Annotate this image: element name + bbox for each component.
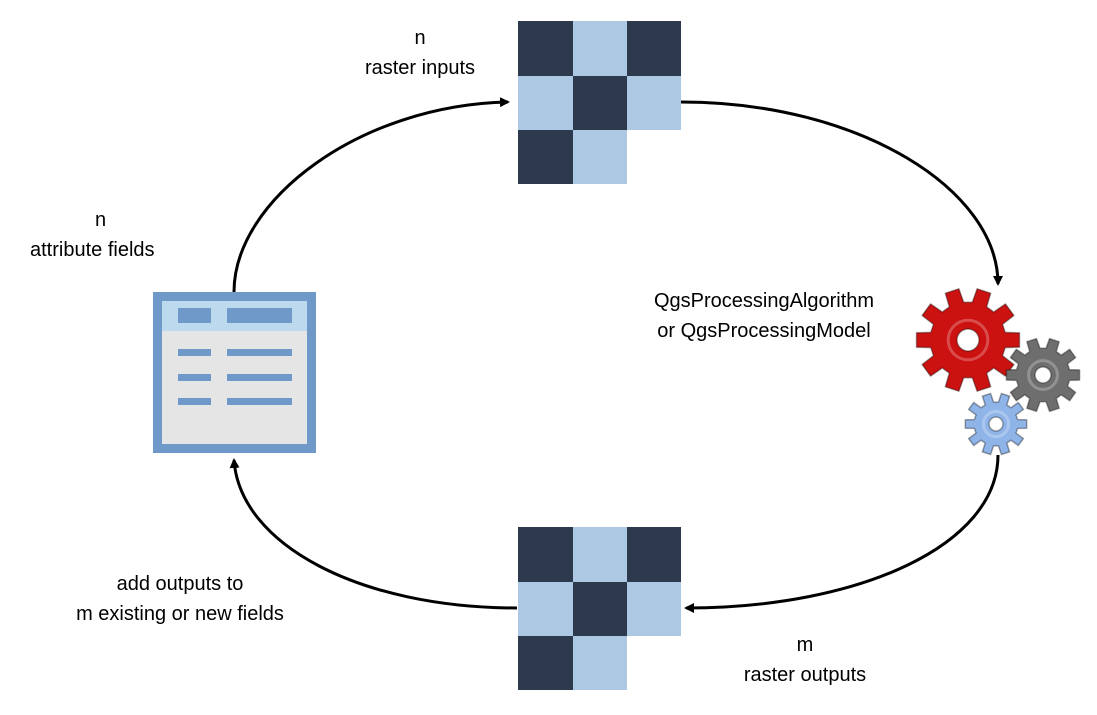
arrow-fields-to-inputs: [232, 97, 510, 293]
blue-gear-icon: [964, 392, 1028, 456]
algorithm-text: QgsProcessingAlgorithm: [653, 290, 875, 312]
add-outputs-text: add outputs to: [116, 573, 244, 595]
gray-gear-icon: [1005, 337, 1081, 413]
raster-output-icon: [518, 527, 681, 690]
attribute-table-icon: [153, 292, 316, 453]
raster-inputs-text: raster inputs: [364, 57, 476, 79]
attribute-fields-text: attribute fields: [30, 239, 155, 261]
arrow-inputs-to-algorithm: [680, 100, 1003, 286]
red-gear-icon: [915, 288, 1021, 392]
raster-outputs-text: raster outputs: [743, 664, 867, 686]
raster-inputs-count: n: [414, 27, 426, 49]
attribute-fields-label: n attribute fields: [30, 205, 210, 265]
raster-inputs-label: n raster inputs: [340, 23, 500, 83]
add-outputs-label: add outputs to m existing or new fields: [40, 569, 320, 629]
algorithm-label: QgsProcessingAlgorithm or QgsProcessingM…: [624, 286, 904, 346]
raster-input-icon: [518, 21, 681, 184]
gears-icon: [915, 288, 1081, 456]
model-text: or QgsProcessingModel: [657, 320, 871, 342]
arrow-outputs-to-fields: [229, 458, 518, 610]
arrow-algorithm-to-outputs: [684, 454, 1000, 613]
attribute-fields-count: n: [95, 209, 107, 231]
raster-outputs-label: m raster outputs: [715, 630, 895, 690]
raster-outputs-count: m: [796, 634, 814, 656]
fields-text: m existing or new fields: [76, 603, 284, 625]
